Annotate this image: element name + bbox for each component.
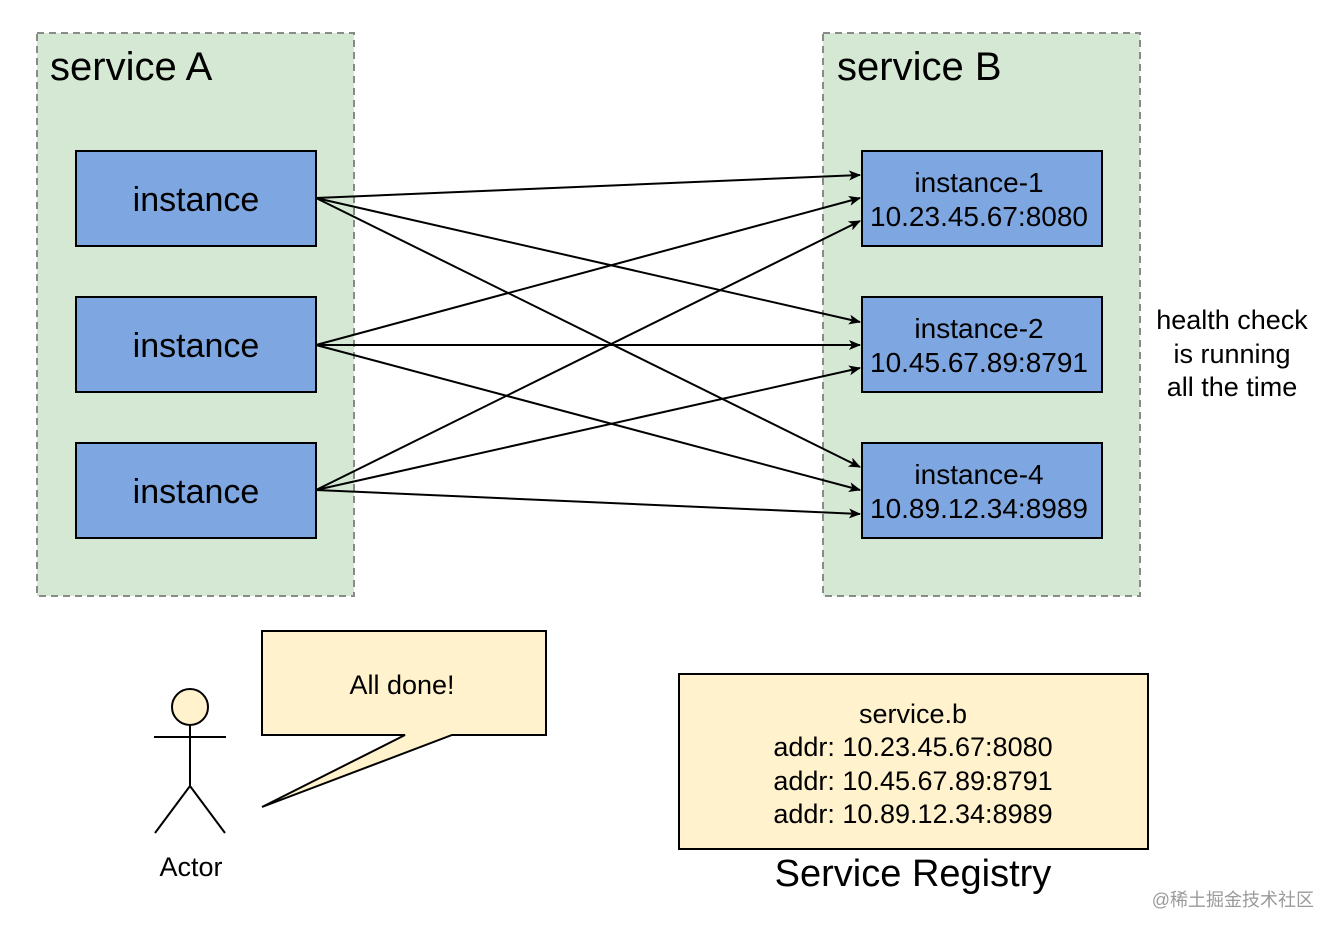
service-a-title: service A: [50, 45, 213, 89]
service-b-instance-1-addr: 10.23.45.67:8080: [870, 201, 1088, 232]
registry-title: Service Registry: [775, 853, 1052, 895]
health-note-line-2: is running: [1173, 339, 1290, 369]
health-check-note: health check is running all the time: [1156, 305, 1308, 402]
health-note-line-3: all the time: [1167, 372, 1298, 402]
actor-right-leg: [189, 785, 226, 834]
arrow-a1-b2: [315, 197, 861, 325]
watermark: @稀土掘金技术社区: [1152, 890, 1314, 910]
arrow-a3-b2: [315, 365, 861, 491]
arrow-a2-b3: [315, 344, 861, 492]
service-a-instance-2-label: instance: [133, 327, 260, 365]
registry-box[interactable]: [678, 673, 1149, 850]
arrow-a3-b3: [315, 489, 861, 519]
service-b-instance-3-addr: 10.89.12.34:8989: [870, 493, 1088, 524]
service-b-group: service B instance-1 10.23.45.67:8080 in…: [822, 32, 1141, 597]
service-b-instance-1-name: instance-1: [914, 167, 1043, 198]
arrow-a3-b1: [315, 220, 861, 491]
service-b-instance-3-box[interactable]: [861, 442, 1103, 539]
service-b-instance-3-name: instance-4: [914, 459, 1043, 490]
service-a-instance-3-box[interactable]: [75, 442, 317, 539]
speech-bubble-shape: [261, 630, 547, 808]
registry-line-1: service.b: [859, 699, 967, 729]
service-b-instance-2-addr: 10.45.67.89:8791: [870, 347, 1088, 378]
actor-figure: [154, 688, 226, 834]
arrow-a2-b1: [315, 196, 861, 346]
registry-line-4: addr: 10.89.12.34:8989: [773, 799, 1052, 829]
arrow-a1-b3: [315, 197, 861, 468]
service-a-instance-1-box[interactable]: [75, 150, 317, 247]
service-b-title: service B: [837, 45, 1002, 89]
service-a-instance-3-label: instance: [133, 473, 260, 511]
registry-line-3: addr: 10.45.67.89:8791: [773, 766, 1052, 796]
service-b-instance-2-name: instance-2: [914, 313, 1043, 344]
actor-head: [171, 688, 209, 726]
speech-bubble-text: All done!: [349, 670, 454, 700]
service-registry: service.b addr: 10.23.45.67:8080 addr: 1…: [678, 673, 1149, 895]
arrow-a1-b1: [315, 170, 861, 199]
actor-left-leg: [154, 785, 191, 834]
service-b-instance-1-box[interactable]: [861, 150, 1103, 247]
service-a-instance-2-box[interactable]: [75, 296, 317, 393]
connection-arrows: [315, 170, 861, 519]
health-note-line-1: health check: [1156, 305, 1308, 335]
registry-line-2: addr: 10.23.45.67:8080: [773, 732, 1052, 762]
speech-bubble: All done!: [261, 630, 547, 808]
actor-label: Actor: [159, 852, 222, 882]
service-a-instance-1-label: instance: [133, 181, 260, 219]
service-a-group: service A instance instance instance: [36, 32, 355, 597]
service-b-instance-2-box[interactable]: [861, 296, 1103, 393]
